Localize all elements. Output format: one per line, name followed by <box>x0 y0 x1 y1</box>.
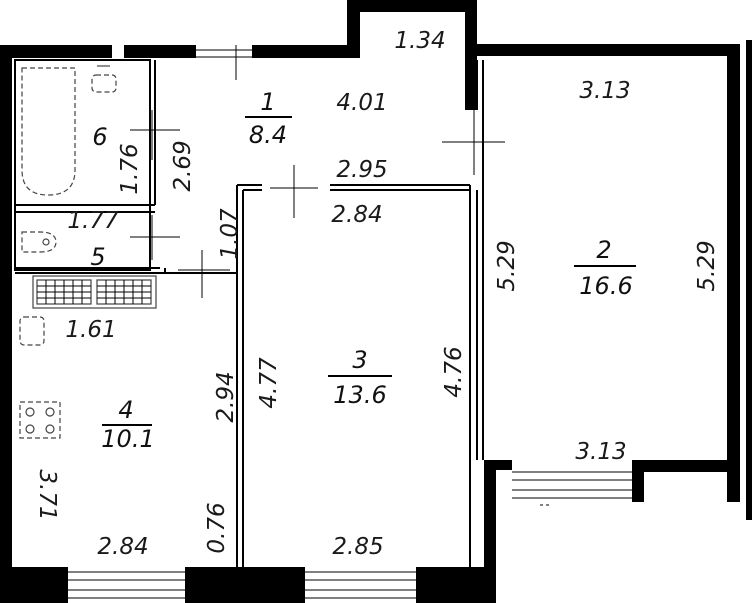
dim-r4-bottom: 2.84 <box>97 534 148 560</box>
dim-r2-top: 3.13 <box>579 78 630 104</box>
room-area: 10.1 <box>101 425 154 453</box>
kitchen-sink <box>19 316 45 346</box>
room-area: 13.6 <box>333 381 386 409</box>
dim-r3-top: 2.84 <box>331 202 382 228</box>
dim-bath-side: 1.76 <box>117 143 143 194</box>
dim-r4-top: 1.61 <box>65 317 116 343</box>
dim-r2-right: 5.29 <box>694 240 720 291</box>
window-room2 <box>512 471 632 506</box>
interior-walls <box>14 59 484 568</box>
dim-hall-opening: 1.07 <box>217 208 243 260</box>
dim-hall-mid: 2.95 <box>336 157 387 183</box>
dim-r2-bottom: 3.13 <box>575 439 626 465</box>
room-label-6: 6 <box>92 123 107 151</box>
room-label-1: 1 8.4 <box>245 88 292 149</box>
dim-r2-left: 5.29 <box>494 240 520 291</box>
toilet <box>21 231 57 253</box>
dim-hall-left: 2.69 <box>170 140 196 191</box>
dim-wc-top: 1.77 <box>67 208 119 234</box>
room-label-4: 4 10.1 <box>101 396 154 453</box>
window-kitchen <box>68 571 185 599</box>
bathtub <box>21 67 76 196</box>
dim-r3-left: 4.77 <box>256 357 282 409</box>
entrance-door <box>196 45 252 80</box>
door-markers <box>130 110 505 298</box>
stove <box>19 401 61 439</box>
dim-r4-left: 3.71 <box>34 469 60 520</box>
dim-r3-right: 4.76 <box>441 346 467 397</box>
dim-r4-corner: 0.76 <box>204 502 230 553</box>
dimension-labels: 1.34 4.01 2.95 2.84 2.85 3.13 3.13 1.61 … <box>34 28 720 560</box>
windows <box>68 45 632 599</box>
room-number: 1 <box>260 88 275 116</box>
room-number: 2 <box>596 236 611 264</box>
radiator <box>32 275 157 309</box>
dim-hall-top: 1.34 <box>394 28 445 54</box>
room-area: 16.6 <box>579 272 632 300</box>
dim-r3-bottom: 2.85 <box>332 534 383 560</box>
washbasin <box>91 65 117 93</box>
room-number: 3 <box>352 346 367 374</box>
window-room3 <box>305 571 416 599</box>
room-area: 8.4 <box>249 121 287 149</box>
room-number: 4 <box>118 396 133 424</box>
room-label-5: 5 <box>90 243 105 271</box>
room-label-2: 2 16.6 <box>574 236 636 300</box>
room-label-3: 3 13.6 <box>328 346 392 409</box>
dim-hall-right: 4.01 <box>336 90 387 116</box>
dim-r4-right: 2.94 <box>213 371 239 422</box>
